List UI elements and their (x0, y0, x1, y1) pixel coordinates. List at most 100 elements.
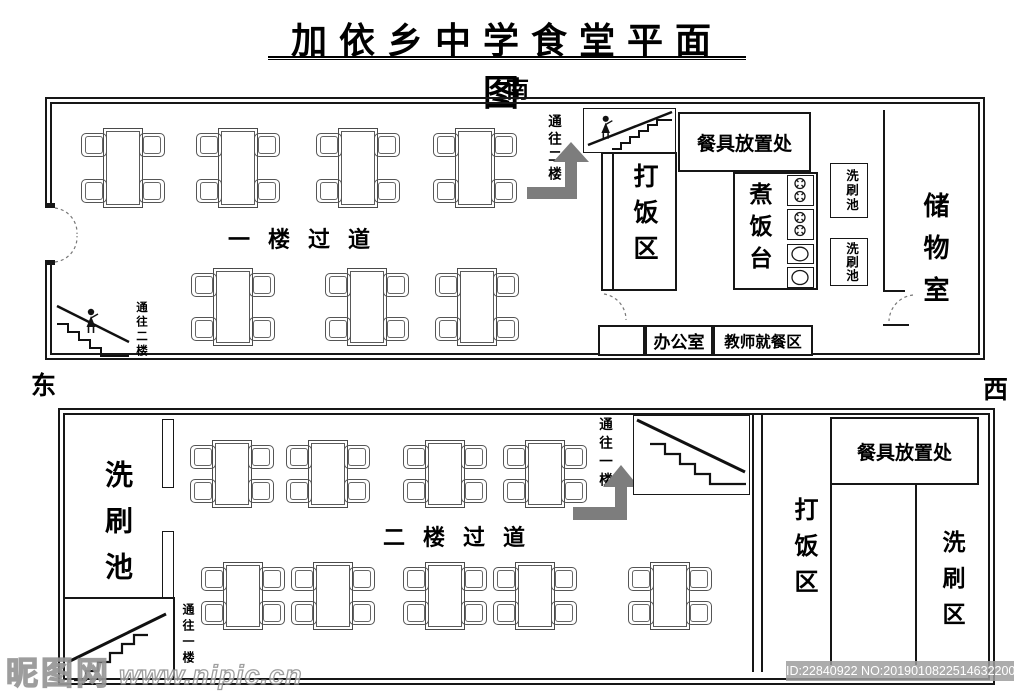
floor1-left-door-gap (45, 208, 54, 260)
chair (491, 179, 517, 203)
chair (254, 133, 280, 157)
stove-burners-icon (794, 177, 806, 203)
chair (190, 479, 216, 503)
chair (433, 179, 459, 203)
chair (196, 133, 222, 157)
floor1-to-upstairs-left-label: 通往二楼 (135, 301, 147, 359)
floor2-to-downstairs-top-label: 通往一楼 (597, 417, 612, 491)
dining-table-set (291, 562, 375, 630)
dining-table-set (403, 440, 487, 508)
dining-table-set (503, 440, 587, 508)
floor2-building-outline (58, 408, 995, 685)
watermark-logo: 昵图网 www.nipic.cn (5, 648, 303, 692)
door-swing-icon (888, 294, 914, 322)
chair (461, 567, 487, 591)
table (313, 562, 353, 630)
chair (325, 273, 351, 297)
table (457, 268, 497, 346)
stairs-icon (67, 612, 167, 682)
chair (190, 445, 216, 469)
floor1-serving-area-label: 打饭区 (630, 163, 658, 271)
chair (433, 133, 459, 157)
dining-table-set (433, 128, 517, 208)
chair (139, 179, 165, 203)
chair (349, 567, 375, 591)
stairwell-wall (173, 599, 175, 679)
chair (435, 273, 461, 297)
floor1-corridor-label: 一楼过道 (228, 227, 389, 252)
floor1-tableware-box: 餐具放置处 (678, 112, 811, 172)
chair (628, 601, 654, 625)
compass-east: 东 (31, 372, 57, 400)
chair (403, 479, 429, 503)
floor2-wash-area-label: 洗刷区 (939, 530, 965, 638)
wash-room-wall-segment (162, 419, 174, 488)
chair (248, 445, 274, 469)
floor1-teacher-dining-box: 教师就餐区 (713, 325, 813, 356)
wash-room-wall-segment (162, 531, 174, 598)
chair (191, 317, 217, 341)
chair (493, 273, 519, 297)
chair (259, 601, 285, 625)
floor2-serving-area-label: 打饭区 (790, 497, 817, 605)
storage-room-wall (883, 290, 905, 292)
table (425, 440, 465, 508)
floor1-wash-sink-box (830, 163, 868, 218)
chair (461, 445, 487, 469)
chair (383, 317, 409, 341)
person-icon (86, 308, 99, 333)
floor2-to-downstairs-left-label: 通往一楼 (181, 603, 195, 667)
floor1-wash-sink-label: 洗刷池 (844, 169, 858, 213)
up-arrow-icon (527, 142, 589, 199)
door-swing-icon (603, 293, 627, 321)
floor1-wash-sink-label: 洗刷池 (844, 242, 858, 283)
table (338, 128, 378, 208)
serving-corridor-wall (830, 417, 832, 665)
chair (316, 133, 342, 157)
table (425, 562, 465, 630)
door-sill (45, 260, 55, 265)
chair (503, 479, 529, 503)
table (212, 440, 252, 508)
chair (249, 273, 275, 297)
chair (551, 567, 577, 591)
chair (551, 601, 577, 625)
dining-table-set (316, 128, 400, 208)
chair (461, 479, 487, 503)
chair (686, 567, 712, 591)
chair (291, 601, 317, 625)
chair (374, 133, 400, 157)
chair (316, 179, 342, 203)
floor1-cooking-counter-label: 煮饭台 (746, 182, 772, 278)
chair (344, 479, 370, 503)
chair (686, 601, 712, 625)
chair (403, 601, 429, 625)
floor1-storage-room-label: 储物室 (920, 192, 950, 318)
pot-icon (791, 246, 809, 262)
chair (248, 479, 274, 503)
chair (325, 317, 351, 341)
table (308, 440, 348, 508)
dining-table-set (435, 268, 519, 346)
chair (383, 273, 409, 297)
door-swing-icon (54, 207, 78, 263)
door-sill (45, 203, 55, 208)
dining-table-set (493, 562, 577, 630)
floor2-wash-room-label: 洗刷池 (102, 460, 133, 598)
compass-west: 西 (983, 376, 1009, 404)
floor2-tableware-box: 餐具放置处 (830, 417, 979, 485)
chair (286, 445, 312, 469)
dining-table-set (190, 440, 274, 508)
chair (493, 601, 519, 625)
chair (561, 479, 587, 503)
wash-room-bottom-wall (64, 597, 175, 599)
dining-table-set (286, 440, 370, 508)
chair (435, 317, 461, 341)
chair (81, 133, 107, 157)
floor1-wash-sink-box (830, 238, 868, 286)
dining-table-set (325, 268, 409, 346)
chair (628, 567, 654, 591)
table (223, 562, 263, 630)
chair (561, 445, 587, 469)
